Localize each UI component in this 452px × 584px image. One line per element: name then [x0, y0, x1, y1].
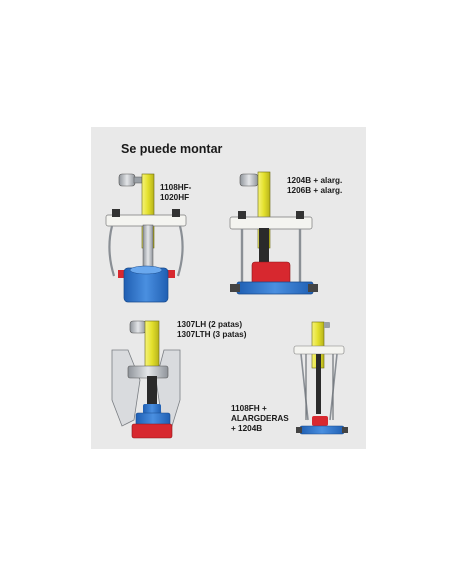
label-1108fh: 1108FH + ALARGDERAS + 1204B [231, 404, 289, 433]
puller-1108hf-illustration [105, 173, 187, 303]
puller-1108fh-illustration [293, 321, 348, 435]
puller-1204b-illustration [229, 171, 318, 295]
label-1204b: 1204B + alarg. 1206B + alarg. [287, 176, 343, 195]
puller-1307lh-illustration [111, 320, 181, 439]
label-1307lh: 1307LH (2 patas) 1307LTH (3 patas) [177, 320, 247, 339]
section-heading: Se puede montar [121, 142, 223, 156]
label-1108hf: 1108HF- 1020HF [160, 183, 192, 202]
